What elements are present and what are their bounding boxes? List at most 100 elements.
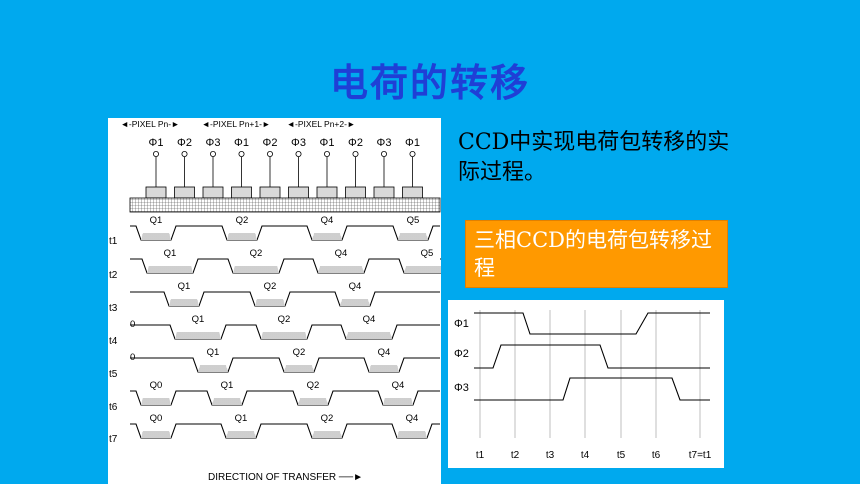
timing-time-label: t6 [652,450,661,461]
charge-packet [212,398,242,405]
time-label: t7 [109,434,118,445]
substrate-bar [129,197,441,213]
phase-label: Φ3 [291,137,306,149]
timing-time-label: t7=t1 [689,450,712,461]
callout-box: 三相CCD的电荷包转移过程 [465,220,728,288]
charge-packet [261,332,307,339]
charge-packet [398,233,428,240]
timing-time-label: t5 [617,450,626,461]
gate-electrode [316,186,338,199]
gate-electrode [145,186,167,199]
ccd-diagram-svg: ◄-PIXEL Pn-►◄-PIXEL Pn+1-►◄-PIXEL Pn+2-►… [109,119,441,483]
electrode-terminal [323,151,330,158]
charge-packet [227,233,257,240]
electrode-terminal [181,151,188,158]
charge-label: Q2 [321,413,334,424]
charge-packet [312,431,342,438]
gate-electrode [345,186,366,199]
phase-label: Φ2 [263,137,278,149]
time-label: t3 [109,303,118,314]
charge-label: Q2 [236,215,249,226]
charge-label: Q4 [321,215,334,226]
charge-packet [284,365,314,372]
charge-label: Q0 [150,413,163,424]
charge-packet [298,398,328,405]
charge-label: Q5 [407,215,420,226]
phase-label: Φ3 [377,137,392,149]
gate-electrode [373,186,395,199]
charge-packet [198,365,228,372]
charge-label: Q4 [406,413,419,424]
charge-packet [397,431,427,438]
charge-packet [175,332,221,339]
charge-label: Q5 [421,248,434,259]
charge-label: Q4 [378,347,391,358]
charge-packet [340,299,370,306]
electrode-terminal [238,151,245,158]
direction-label: DIRECTION OF TRANSFER ──► [208,472,363,483]
slide-title: 电荷的转移 [329,61,530,105]
time-label: t4 [109,336,118,347]
charge-label: Q1 [207,347,220,358]
charge-label: Q1 [164,248,177,259]
electrode-terminal [352,151,359,158]
charge-label: Q0 [150,380,163,391]
time-label: t2 [109,270,118,281]
potential-profile [130,225,440,241]
pixel-label: ◄-PIXEL Pn-► [120,119,179,129]
electrode-terminal [210,151,217,158]
phi3-waveform [474,377,710,401]
charge-label-partial: 0 [130,319,135,330]
charge-packet [147,266,193,273]
charge-packet [255,299,285,306]
timing-phase-label: Φ2 [454,348,469,360]
gate-electrode [288,186,309,199]
potential-profile [130,423,440,439]
charge-packet [404,266,441,273]
gate-electrode [231,186,252,199]
callout-text: 三相CCD的电荷包转移过程 [474,228,712,280]
phase-label: Φ2 [177,137,192,149]
charge-label-partial: 0 [130,352,135,363]
charge-packet [141,398,171,405]
potential-row: Q1 Q2 Q4 0 [130,314,440,340]
charge-label: Q2 [278,314,291,325]
phi1-waveform [474,312,710,335]
gate-electrode [202,186,224,199]
potential-row: Q0 Q1 Q2 Q4 [130,413,440,439]
charge-label: Q2 [264,281,277,292]
timing-time-label: t1 [476,450,485,461]
charge-label: Q1 [192,314,205,325]
charge-packet [226,431,256,438]
charge-label: Q4 [363,314,376,325]
phase-label: Φ1 [234,137,249,149]
charge-packet [169,299,199,306]
charge-packet [383,398,413,405]
charge-label: Q2 [250,248,263,259]
phase-label: Φ3 [206,137,221,149]
charge-label: Q2 [307,380,320,391]
electrode-terminal [295,151,302,158]
charge-packet [233,266,279,273]
timing-phase-label: Φ3 [454,382,469,394]
gate-electrode [259,186,281,199]
timing-phase-label: Φ1 [454,318,469,330]
electrode-terminal [266,151,273,158]
charge-label: Q1 [235,413,248,424]
phase-label: Φ1 [405,137,420,149]
charge-packet [318,266,364,273]
electrode-terminal [409,151,416,158]
charge-packet [369,365,399,372]
time-label: t5 [109,369,118,380]
pixel-label: ◄-PIXEL Pn+1-► [202,119,271,129]
phase-label: Φ2 [348,137,363,149]
time-label: t6 [109,402,118,413]
charge-packet [312,233,342,240]
gate-electrode [402,186,423,199]
